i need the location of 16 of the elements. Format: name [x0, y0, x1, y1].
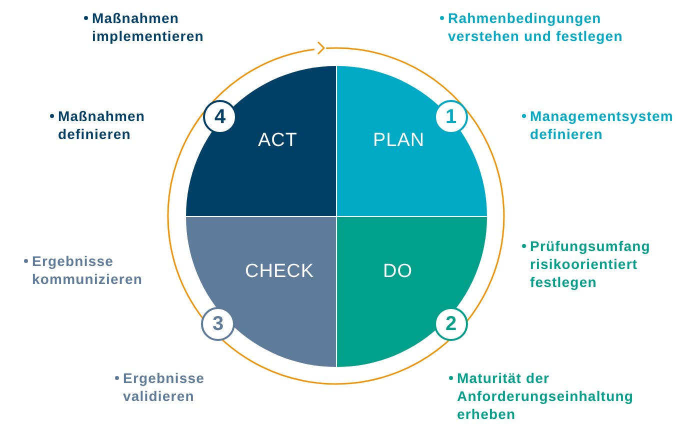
step-description: Rahmenbedingungen verstehen und festlegen: [448, 9, 624, 45]
step-description: Ergebnisse validieren: [123, 369, 206, 405]
step-description: Maßnahmen implementieren: [92, 9, 205, 45]
phase-label: ACT: [258, 130, 298, 152]
step-description: Ergebnisse kommunizieren: [32, 252, 144, 288]
step-description: Prüfungsumfang risikoorientiert festlegen: [530, 237, 652, 291]
step-number-badge: 4: [203, 100, 237, 134]
phase-label: CHECK: [245, 261, 314, 283]
step-number-badge: 1: [434, 100, 468, 134]
step-number-badge: 3: [201, 307, 235, 341]
phase-label: DO: [383, 261, 412, 283]
step-description: Maturität der Anforderungseinhaltung erheben: [457, 369, 635, 423]
step-description: Managementsystem definieren: [530, 107, 674, 143]
phase-label: PLAN: [373, 130, 425, 152]
step-number-badge: 2: [434, 307, 468, 341]
step-description: Maßnahmen definieren: [58, 107, 146, 143]
